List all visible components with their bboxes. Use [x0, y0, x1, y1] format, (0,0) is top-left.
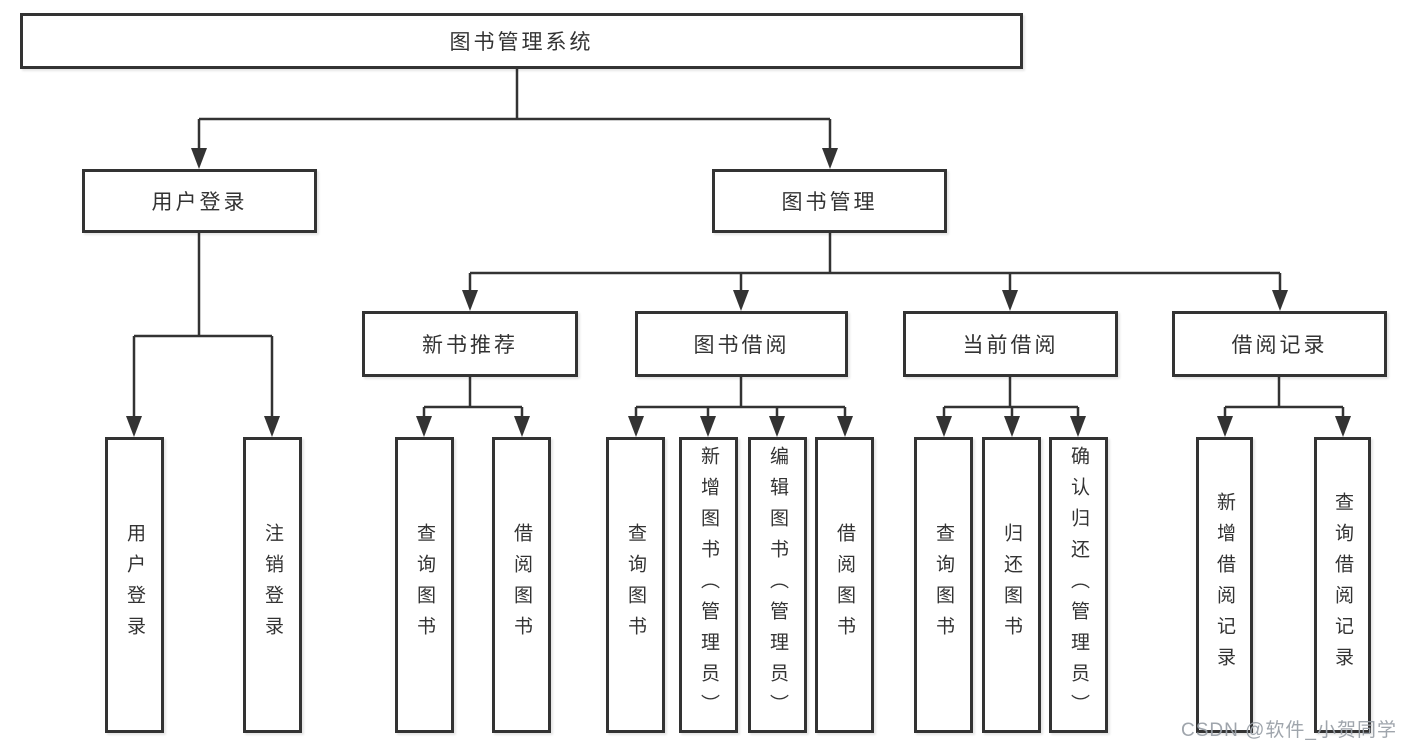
- node-book-borrowing: 图书借阅: [635, 311, 848, 377]
- leaf-user-login: 用户登录: [105, 437, 164, 733]
- node-borrowing-records: 借阅记录: [1172, 311, 1387, 377]
- node-book-management: 图书管理: [712, 169, 947, 233]
- node-new-book-recommendation: 新书推荐: [362, 311, 578, 377]
- node-book-management-label: 图书管理: [781, 191, 878, 214]
- leaf-return-book-label: 归还图书: [1001, 523, 1022, 647]
- leaf-borrow-books-recommend: 借阅图书: [492, 437, 551, 733]
- leaf-confirm-return-admin: 确认归还（管理员）: [1049, 437, 1108, 733]
- leaf-borrow-books-borrowing: 借阅图书: [815, 437, 874, 733]
- leaf-query-books-current: 查询图书: [914, 437, 973, 733]
- leaf-query-books-borrowing: 查询图书: [606, 437, 665, 733]
- leaf-add-borrow-record-label: 新增借阅记录: [1214, 492, 1235, 678]
- leaf-query-books-recommend-label: 查询图书: [414, 523, 435, 647]
- leaf-user-login-label: 用户登录: [124, 523, 145, 647]
- node-borrowing-records-label: 借阅记录: [1231, 334, 1328, 357]
- leaf-return-book: 归还图书: [982, 437, 1041, 733]
- leaf-confirm-return-admin-label: 确认归还（管理员）: [1068, 445, 1089, 725]
- leaf-add-book-admin-label: 新增图书（管理员）: [698, 445, 719, 725]
- connector-lines: [132, 69, 1345, 418]
- leaf-add-book-admin: 新增图书（管理员）: [679, 437, 738, 733]
- node-current-borrowing-label: 当前借阅: [962, 334, 1059, 357]
- arrowheads: [126, 148, 1351, 437]
- leaf-query-books-borrowing-label: 查询图书: [625, 523, 646, 647]
- node-library-system: 图书管理系统: [20, 13, 1023, 69]
- node-library-system-label: 图书管理系统: [449, 31, 594, 54]
- leaf-borrow-books-recommend-label: 借阅图书: [511, 523, 532, 647]
- node-user-login-label: 用户登录: [151, 191, 248, 214]
- leaf-logout-label: 注销登录: [262, 523, 283, 647]
- leaf-borrow-books-borrowing-label: 借阅图书: [834, 523, 855, 647]
- leaf-edit-book-admin: 编辑图书（管理员）: [748, 437, 807, 733]
- node-book-borrowing-label: 图书借阅: [693, 334, 790, 357]
- watermark-text: CSDN @软件_小贺同学: [1181, 720, 1397, 741]
- leaf-query-borrow-record: 查询借阅记录: [1314, 437, 1371, 733]
- leaf-edit-book-admin-label: 编辑图书（管理员）: [767, 445, 788, 725]
- node-current-borrowing: 当前借阅: [903, 311, 1118, 377]
- leaf-query-books-recommend: 查询图书: [395, 437, 454, 733]
- node-new-book-recommendation-label: 新书推荐: [422, 334, 518, 357]
- leaf-logout: 注销登录: [243, 437, 302, 733]
- leaf-add-borrow-record: 新增借阅记录: [1196, 437, 1253, 733]
- node-user-login: 用户登录: [82, 169, 317, 233]
- leaf-query-borrow-record-label: 查询借阅记录: [1332, 492, 1353, 678]
- leaf-query-books-current-label: 查询图书: [933, 523, 954, 647]
